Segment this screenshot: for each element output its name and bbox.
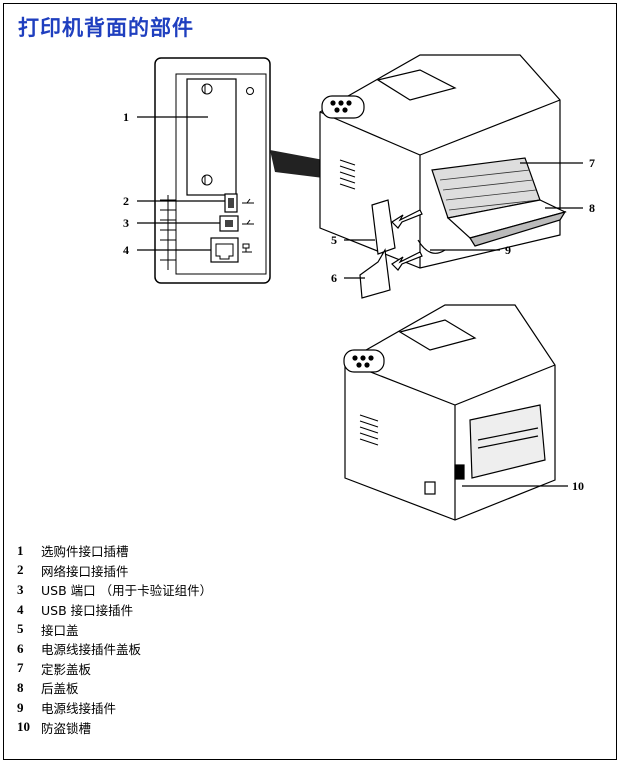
interface-panel-closeup xyxy=(155,58,270,283)
legend-number: 6 xyxy=(17,641,41,657)
legend-number: 3 xyxy=(17,582,41,598)
legend-number: 8 xyxy=(17,680,41,696)
legend-label: 定影盖板 xyxy=(41,659,91,678)
legend-label: 电源线接插件盖板 xyxy=(41,639,141,658)
callout-10: 10 xyxy=(572,479,584,493)
callout-5: 5 xyxy=(331,233,337,247)
rear-parts-figure: 1 2 3 4 5 6 7 8 9 10 xyxy=(0,0,624,540)
legend-number: 9 xyxy=(17,700,41,716)
legend-label: USB 端口 （用于卡验证组件） xyxy=(41,580,212,599)
legend-number: 4 xyxy=(17,602,41,618)
legend-number: 10 xyxy=(17,719,41,735)
printer-rear-closed-illustration xyxy=(344,305,555,520)
legend-label: 选购件接口插槽 xyxy=(41,541,129,560)
callout-7: 7 xyxy=(589,156,595,170)
legend-number: 1 xyxy=(17,543,41,559)
legend-label: 防盗锁槽 xyxy=(41,718,91,737)
legend-label: USB 接口接插件 xyxy=(41,600,133,619)
legend-label: 网络接口接插件 xyxy=(41,561,129,580)
legend-number: 2 xyxy=(17,562,41,578)
callout-6: 6 xyxy=(331,271,337,285)
legend-label: 后盖板 xyxy=(41,678,79,697)
callout-4: 4 xyxy=(123,243,129,257)
legend-number: 7 xyxy=(17,660,41,676)
callout-2: 2 xyxy=(123,194,129,208)
callout-9: 9 xyxy=(505,243,511,257)
legend-number: 5 xyxy=(17,621,41,637)
printer-rear-illustration xyxy=(320,55,565,298)
callout-1: 1 xyxy=(123,110,129,124)
legend-label: 电源线接插件 xyxy=(41,698,116,717)
legend-label: 接口盖 xyxy=(41,620,79,639)
callout-3: 3 xyxy=(123,216,129,230)
callout-8: 8 xyxy=(589,201,595,215)
